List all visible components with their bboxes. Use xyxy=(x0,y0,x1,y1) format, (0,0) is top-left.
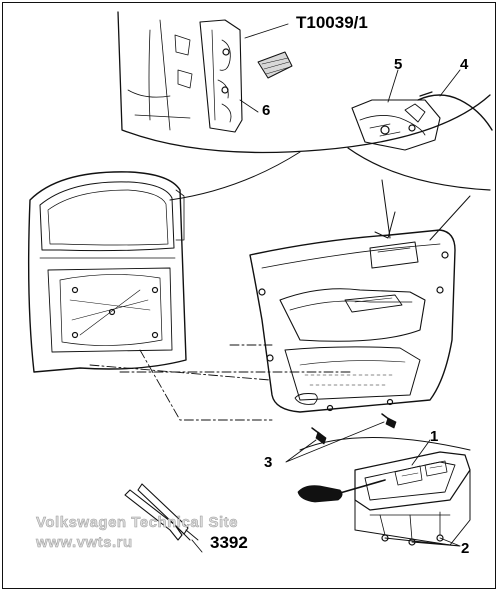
tool-label-t10039: T10039/1 xyxy=(296,13,368,32)
callout-2: 2 xyxy=(461,540,470,557)
clip-icon xyxy=(222,48,230,56)
tool-t10039-icon xyxy=(257,51,293,79)
watermark-line-2: www.vwts.ru xyxy=(36,534,133,552)
callout-6: 6 xyxy=(262,102,271,119)
callout-1: 1 xyxy=(430,428,439,445)
pliers-3392-icon xyxy=(124,483,203,553)
detail-view-switch xyxy=(297,437,471,547)
diagram-frame xyxy=(2,2,496,589)
door-shell xyxy=(27,171,351,421)
callout-5: 5 xyxy=(394,56,403,73)
detail-view-top xyxy=(117,11,491,201)
clip-icon xyxy=(436,534,444,542)
door-trim-panel xyxy=(249,229,456,463)
screwdriver-icon xyxy=(297,479,386,503)
screw-icon xyxy=(381,413,397,429)
callout-4: 4 xyxy=(460,56,469,73)
tool-label-3392: 3392 xyxy=(210,533,248,552)
screw-icon xyxy=(311,427,327,445)
detail-view-handle xyxy=(347,69,493,241)
clip-icon xyxy=(221,86,229,94)
watermark-line-1: Volkswagen Technical Site xyxy=(36,514,239,532)
callout-3: 3 xyxy=(264,454,273,471)
